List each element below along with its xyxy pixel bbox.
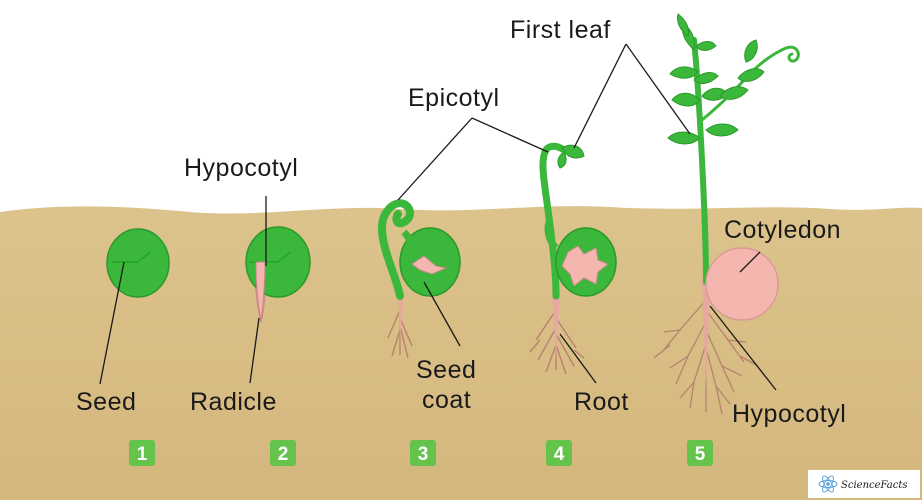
- leader-first-leaf-a: [574, 44, 626, 148]
- badge-stage-3: 3: [410, 440, 436, 466]
- stage-1-seed: [107, 229, 169, 297]
- label-hypocotyl-top: Hypocotyl: [184, 154, 298, 182]
- label-epicotyl: Epicotyl: [408, 84, 500, 112]
- label-hypocotyl-bottom: Hypocotyl: [732, 400, 846, 428]
- label-seed: Seed: [76, 388, 136, 416]
- badge-stage-5: 5: [687, 440, 713, 466]
- label-seed-coat-line2: coat: [422, 386, 471, 414]
- leader-epicotyl-a: [398, 118, 472, 200]
- svg-text:2: 2: [278, 444, 289, 465]
- logo-text: ScienceFacts: [841, 480, 908, 491]
- label-first-leaf: First leaf: [510, 16, 611, 44]
- badge-stage-2: 2: [270, 440, 296, 466]
- sciencefacts-logo: ScienceFacts: [808, 470, 920, 498]
- badge-stage-4: 4: [546, 440, 572, 466]
- leader-first-leaf-b: [626, 44, 690, 134]
- badge-stage-1: 1: [129, 440, 155, 466]
- svg-text:1: 1: [137, 444, 148, 465]
- label-radicle: Radicle: [190, 388, 277, 416]
- label-cotyledon: Cotyledon: [724, 216, 841, 244]
- label-seed-coat-line1: Seed: [416, 356, 476, 384]
- leader-epicotyl-b: [472, 118, 548, 152]
- svg-text:3: 3: [418, 444, 429, 465]
- svg-text:5: 5: [695, 444, 706, 465]
- svg-text:4: 4: [554, 444, 565, 465]
- label-root: Root: [574, 388, 629, 416]
